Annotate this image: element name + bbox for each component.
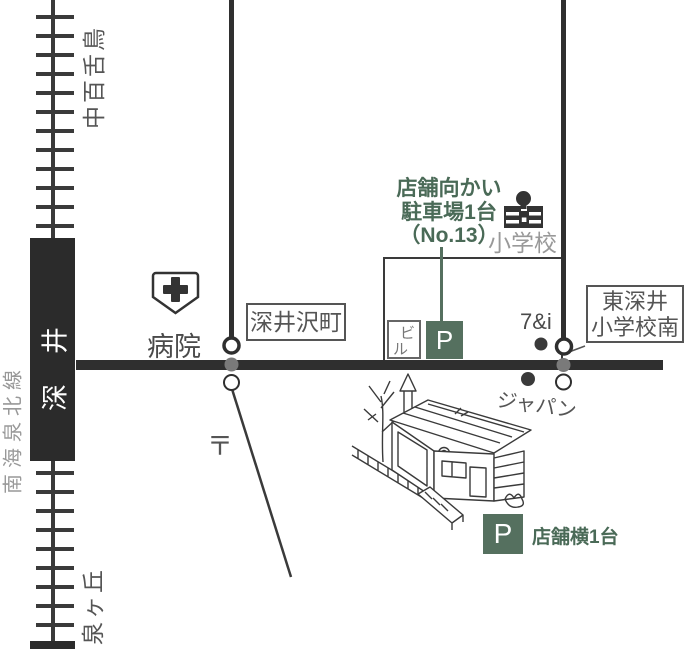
parking-opposite-label: 店舗向かい 駐車場1台 （No.13） xyxy=(397,177,502,248)
higashifukai-line2: 小学校南 xyxy=(590,315,679,340)
direction-label-izumigaoka: 泉ヶ丘 xyxy=(80,567,106,645)
road-vertical-left xyxy=(229,0,234,346)
seven-and-i-label: 7&i xyxy=(520,309,552,334)
station-next-stub xyxy=(30,641,75,649)
parking-box-side: P xyxy=(483,514,523,554)
railway-line-name-label: 南海泉北線 xyxy=(2,364,25,494)
hospital-label: 病院 xyxy=(147,332,201,362)
parking-opposite-line2: 駐車場1台 xyxy=(401,200,497,224)
signal-ring-right xyxy=(554,337,574,356)
intersection-markers-left xyxy=(222,336,241,391)
station-name-label: 深井 xyxy=(40,297,70,411)
label-box-fukaisawacho: 深井沢町 xyxy=(246,303,346,341)
higashifukai-line1: 東深井 xyxy=(601,289,668,314)
label-box-higashifukai: 東深井 小学校南 xyxy=(586,285,684,343)
poi-dot-japan xyxy=(521,372,535,386)
intersection-markers-right xyxy=(521,337,574,391)
parking-opposite-line3: （No.13） xyxy=(399,224,499,247)
station-fukai xyxy=(30,238,75,461)
signal-gray-right xyxy=(556,358,571,372)
parking-box-opposite: P xyxy=(426,321,463,359)
road-main xyxy=(76,360,663,370)
building-label-char2: ル xyxy=(393,341,409,358)
signal-white-right xyxy=(555,373,572,391)
school-icon xyxy=(504,191,543,228)
post-office-mark: 〒 xyxy=(207,431,234,461)
school-label: 小学校 xyxy=(488,230,557,256)
parking-opposite-line1: 店舗向かい xyxy=(396,177,502,200)
hospital-icon xyxy=(151,271,200,315)
road-diagonal xyxy=(230,388,293,578)
direction-label-nakamozu: 中百舌鳥 xyxy=(81,25,107,129)
poi-dot-seven-i xyxy=(534,337,548,351)
signal-ring-left xyxy=(222,336,241,355)
store-illustration xyxy=(351,373,532,530)
building-label-char1: ビ xyxy=(400,325,416,342)
road-vertical-right xyxy=(561,0,566,346)
parking-leader-line xyxy=(440,247,443,323)
building-box: ビ ル xyxy=(387,320,421,359)
signal-white-left xyxy=(223,374,240,391)
parking-side-label: 店舗横1台 xyxy=(532,527,619,548)
signal-gray-left xyxy=(224,357,239,372)
